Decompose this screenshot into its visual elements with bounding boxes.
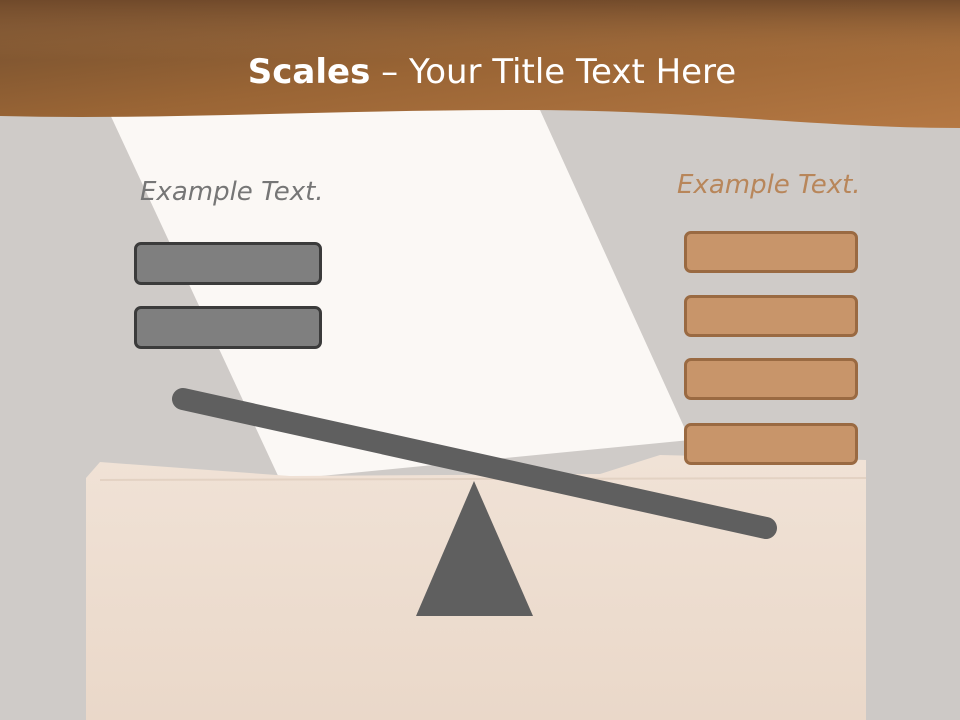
scale-beam <box>172 388 777 539</box>
title-rest: – Your Title Text Here <box>370 52 737 92</box>
ballot-paper <box>108 110 690 480</box>
title-bold: Scales <box>247 52 371 92</box>
left-text-box-1 <box>134 242 322 285</box>
left-label: Example Text. <box>140 177 324 207</box>
right-text-box-3 <box>684 358 858 400</box>
right-text-box-2 <box>684 295 858 337</box>
left-text-box-2 <box>134 306 322 349</box>
right-text-box-1 <box>684 231 858 273</box>
scale-fulcrum <box>416 481 533 616</box>
right-label: Example Text. <box>677 170 861 200</box>
right-text-box-4 <box>684 423 858 465</box>
slide-title: Scales – Your Title Text Here <box>0 52 960 92</box>
